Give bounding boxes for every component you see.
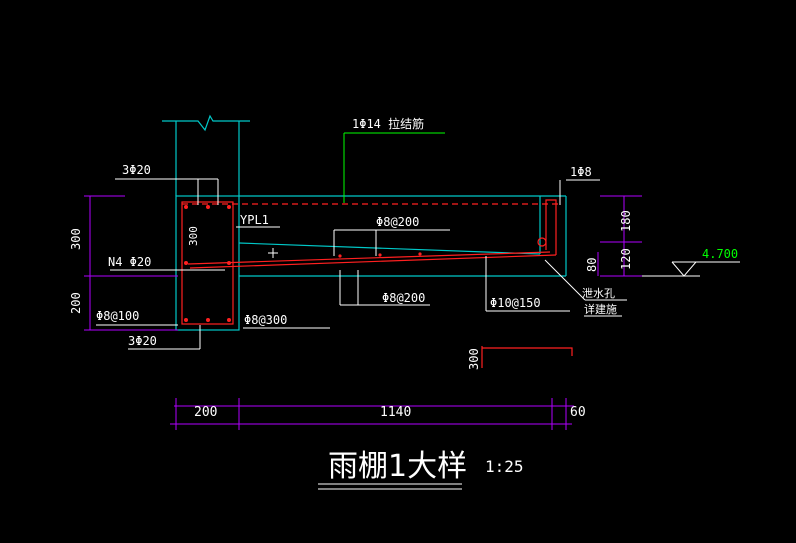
dimension-lines — [84, 195, 642, 430]
drain-hole — [537, 237, 547, 247]
beam-side-bars-label: N4 Φ20 — [108, 255, 151, 269]
beam-label: YPL1 — [240, 213, 269, 227]
elevation-label: 4.700 — [702, 247, 738, 261]
drain-note-2: 详建施 — [584, 302, 617, 316]
drawing-scale: 1:25 — [485, 457, 524, 476]
concrete-outline — [162, 114, 567, 331]
rebar-group — [181, 199, 573, 368]
slab-main-rebar — [189, 254, 557, 269]
rebar-dots — [184, 205, 422, 322]
slab-bar-3-label: Φ8@300 — [244, 313, 287, 327]
beam-dim-lower: 200 — [69, 292, 83, 314]
drain-note-1: 泄水孔 — [582, 287, 615, 300]
elevation-mark — [642, 261, 740, 277]
bottom-dim-3: 60 — [570, 405, 586, 420]
column-above — [162, 114, 250, 132]
beam-dim-upper: 300 — [69, 228, 83, 250]
tie-bar-leader — [343, 132, 445, 203]
drain-pipe — [482, 347, 573, 356]
beam-top-bars-label: 3Φ20 — [122, 163, 151, 177]
slab-bottom-edge — [238, 242, 541, 255]
beam-inner-dim: 300 — [187, 226, 200, 246]
upturn-rebar — [545, 199, 557, 255]
bottom-dim-1: 200 — [194, 405, 217, 420]
title-underline — [318, 483, 462, 490]
beam-section — [175, 195, 240, 331]
slab-bar-2-label: Φ8@200 — [382, 291, 425, 305]
slab-bar-4-label: Φ10@150 — [490, 296, 541, 310]
slab-bar-1-label: Φ8@200 — [376, 215, 419, 229]
pipe-dim: 300 — [467, 348, 481, 370]
drawing-title: 雨棚1大样 — [328, 449, 467, 484]
leader-lines — [96, 178, 627, 350]
bottom-dim-2: 1140 — [380, 405, 411, 420]
edge-dim-top: 180 — [619, 210, 633, 232]
slab-top-bar-label: 1Φ14 拉结筋 — [352, 116, 424, 131]
edge-dim-mid: 120 — [619, 248, 633, 270]
beam-bottom-bars-label: 3Φ20 — [128, 334, 157, 348]
edge-dim-low: 80 — [585, 258, 599, 272]
edge-bar-label: 1Φ8 — [570, 165, 592, 179]
beam-stirrup-label: Φ8@100 — [96, 309, 139, 323]
